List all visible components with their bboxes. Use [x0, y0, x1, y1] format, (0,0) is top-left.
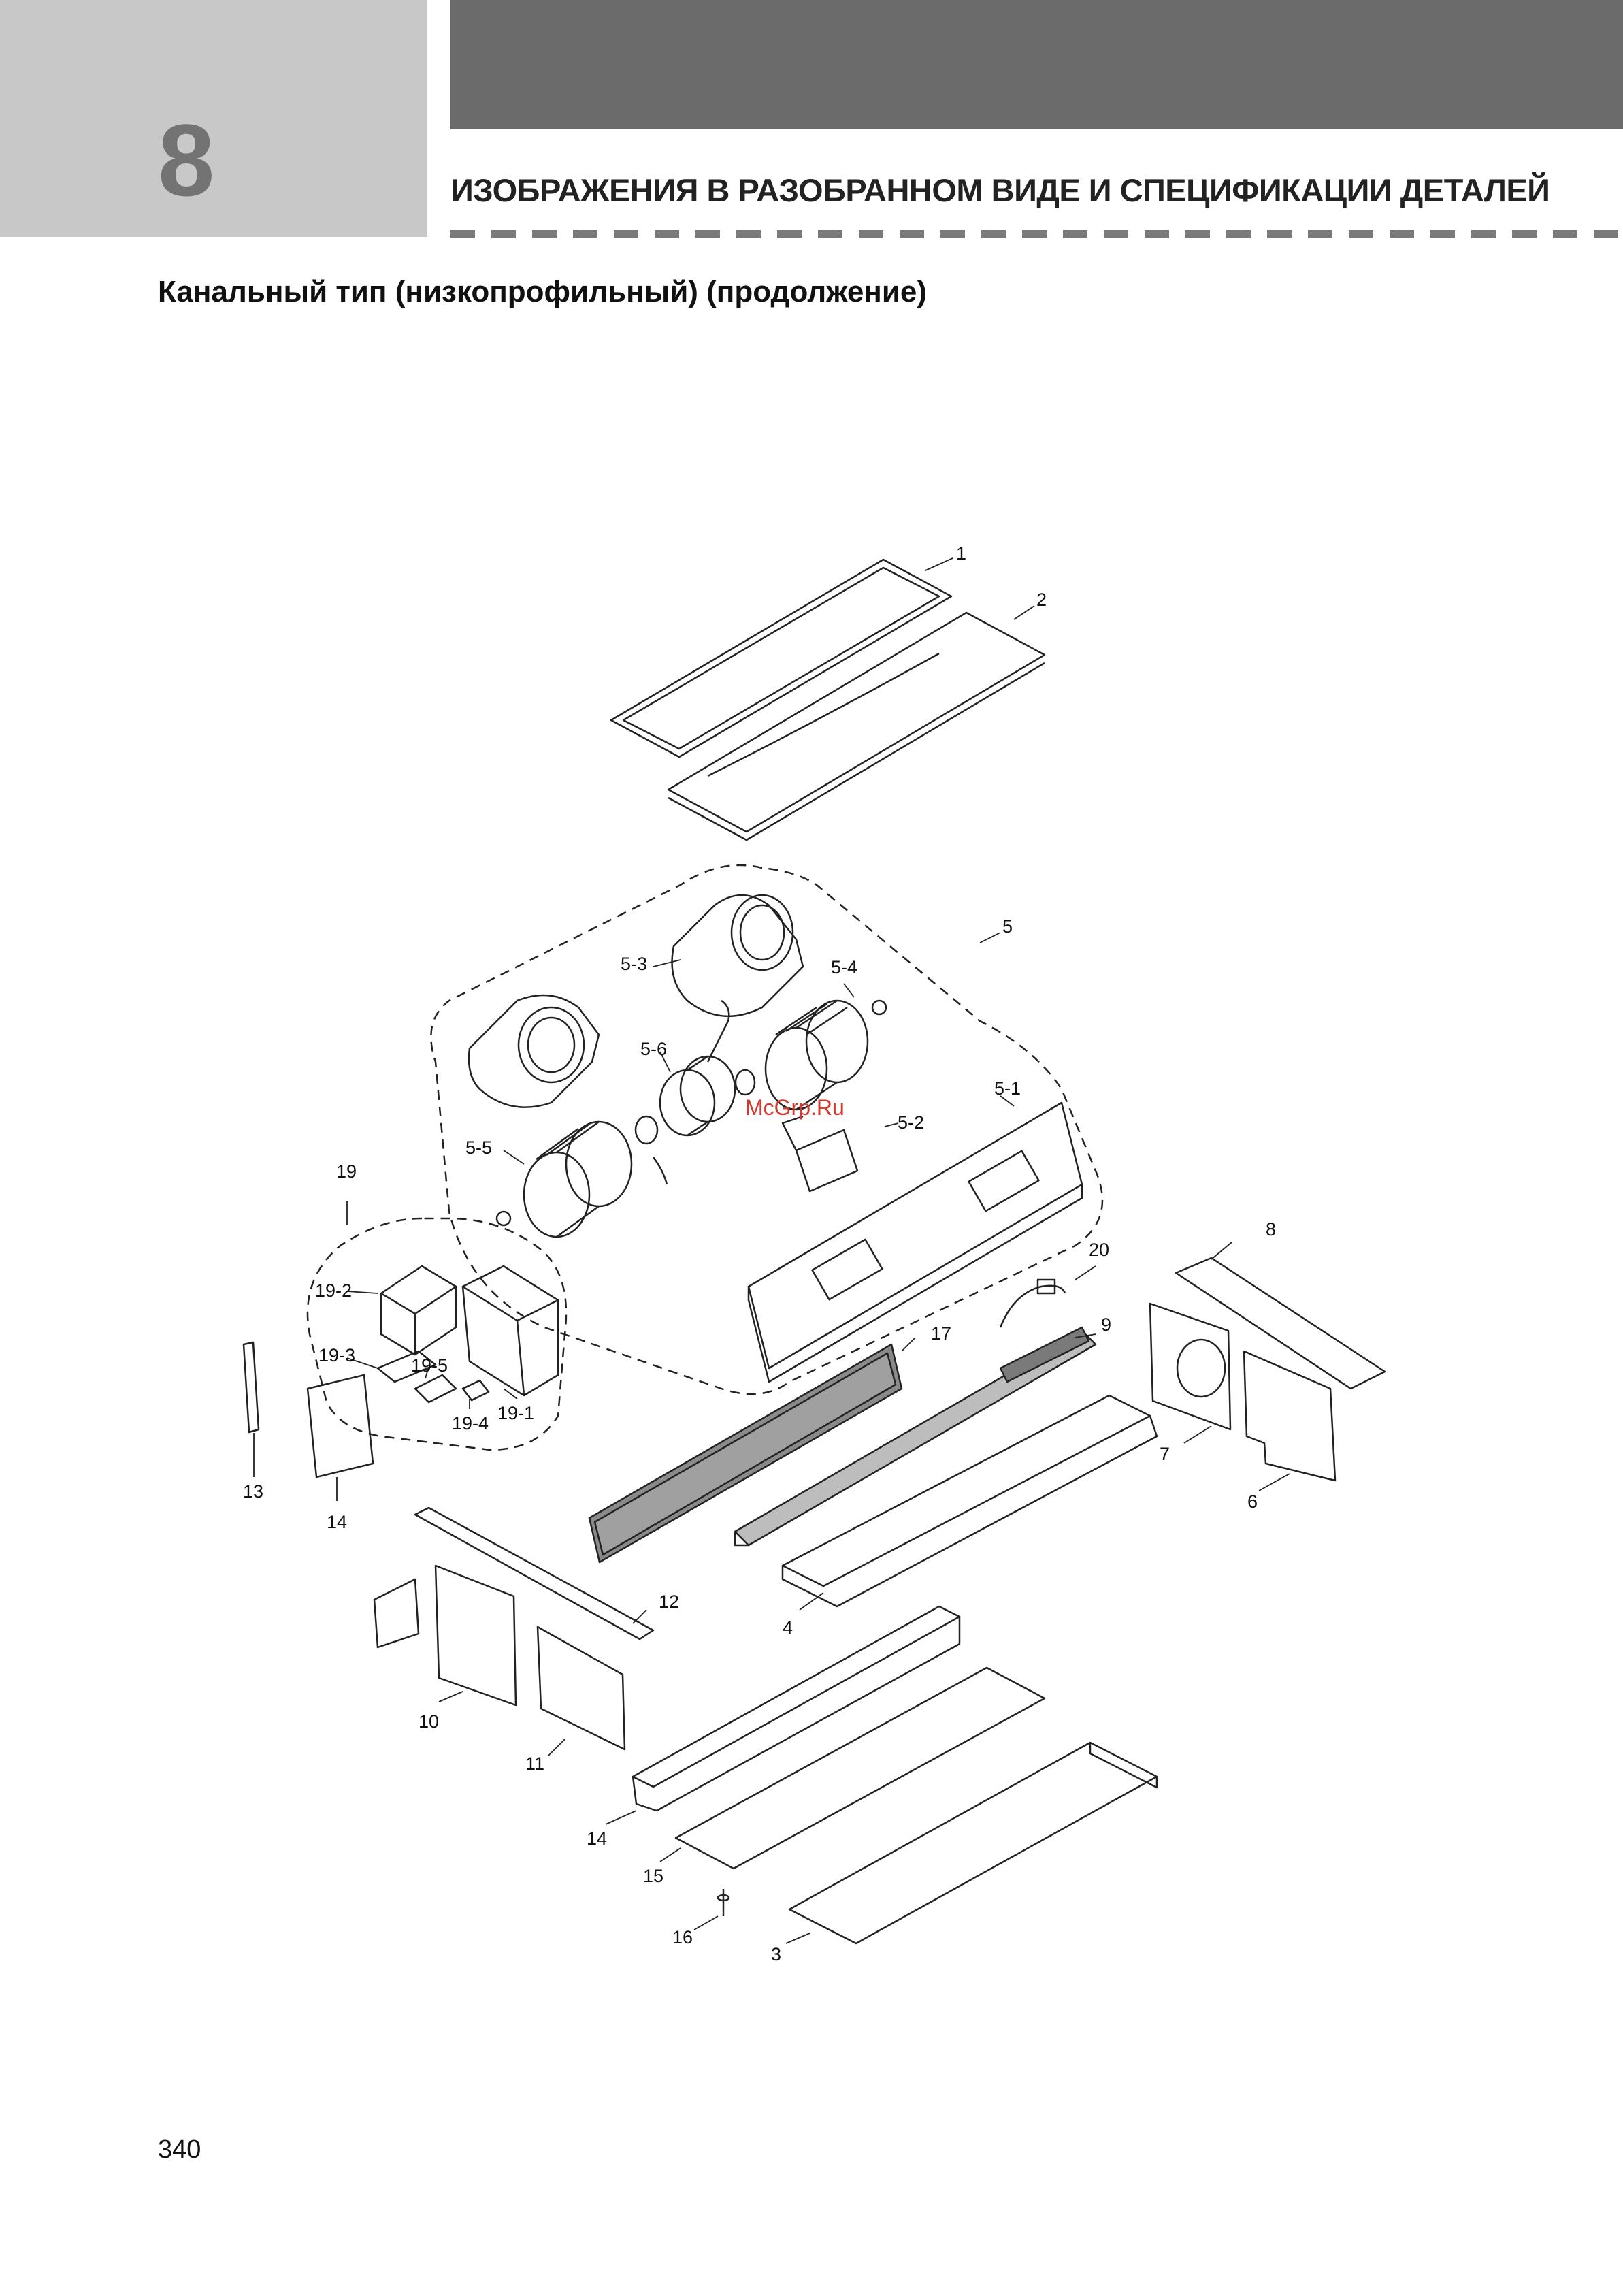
- part-label-1: 1: [956, 543, 966, 564]
- part-19-2-box-cover: [381, 1266, 456, 1355]
- part-19-4-clip: [463, 1380, 489, 1400]
- part-label-6: 6: [1247, 1491, 1258, 1512]
- watermark: McGrp.Ru: [745, 1095, 845, 1120]
- part-label-10: 10: [419, 1711, 439, 1732]
- part-5-3-scroll-housing: [672, 895, 804, 1016]
- part-7-side-panel: [1150, 1304, 1230, 1429]
- part-5-1-blower-base: [749, 1103, 1082, 1382]
- part-label-19-3: 19-3: [318, 1345, 355, 1365]
- page-number: 340: [158, 2135, 201, 2165]
- part-14-upper-cover: [308, 1375, 373, 1477]
- part-3-base-cover: [789, 1743, 1157, 1943]
- part-label-5-2: 5-2: [898, 1112, 924, 1133]
- part-5-5-blower-wheel: [497, 1122, 632, 1237]
- part-label-7: 7: [1160, 1444, 1170, 1464]
- part-11-corner-bracket: [538, 1627, 625, 1749]
- part-5-dashed-outline: [431, 865, 1102, 1394]
- part-label-19-1: 19-1: [497, 1403, 534, 1423]
- part-2-top-panel: [668, 613, 1045, 840]
- part-label-20: 20: [1089, 1240, 1109, 1260]
- part-label-19: 19: [336, 1161, 357, 1182]
- part-label-16: 16: [672, 1927, 693, 1947]
- part-16-screw: [718, 1889, 729, 1916]
- part-4-bottom-tray: [783, 1395, 1157, 1606]
- part-label-5-3: 5-3: [621, 954, 647, 974]
- part-label-5-4: 5-4: [831, 957, 857, 977]
- part-label-5-6: 5-6: [640, 1039, 667, 1059]
- part-label-19-5: 19-5: [411, 1355, 448, 1376]
- part-label-19-4: 19-4: [452, 1413, 489, 1434]
- part-label-5-5: 5-5: [465, 1137, 492, 1158]
- part-label-11: 11: [525, 1753, 544, 1774]
- part-label-5: 5: [1002, 916, 1013, 937]
- part-20-sensor: [1000, 1280, 1065, 1327]
- part-label-14-lower: 14: [587, 1828, 607, 1849]
- part-label-5-1: 5-1: [994, 1078, 1021, 1099]
- part-label-12: 12: [659, 1591, 679, 1612]
- part-5-4-blower-wheel: [766, 1001, 886, 1110]
- part-label-13: 13: [243, 1481, 263, 1502]
- part-label-2: 2: [1036, 589, 1047, 610]
- part-label-4: 4: [783, 1617, 793, 1638]
- part-label-19-2: 19-2: [315, 1280, 352, 1301]
- part-6-side-panel: [1244, 1351, 1335, 1481]
- part-5-3-left-scroll-housing: [469, 995, 599, 1107]
- part-10-side-panel: [374, 1566, 516, 1705]
- part-label-8: 8: [1266, 1219, 1276, 1240]
- part-5-2-motor-bracket: [783, 1116, 857, 1191]
- part-13-side-bracket: [244, 1342, 259, 1432]
- part-label-3: 3: [771, 1944, 781, 1964]
- part-19-1-control-box: [463, 1266, 558, 1395]
- part-label-14-upper: 14: [327, 1512, 347, 1532]
- part-label-9: 9: [1101, 1314, 1111, 1335]
- part-1-top-frame: [611, 560, 951, 757]
- part-19-5-terminal: [415, 1375, 456, 1402]
- part-5-6-motor: [636, 1001, 755, 1184]
- part-label-17: 17: [931, 1323, 951, 1344]
- part-label-15: 15: [643, 1866, 663, 1886]
